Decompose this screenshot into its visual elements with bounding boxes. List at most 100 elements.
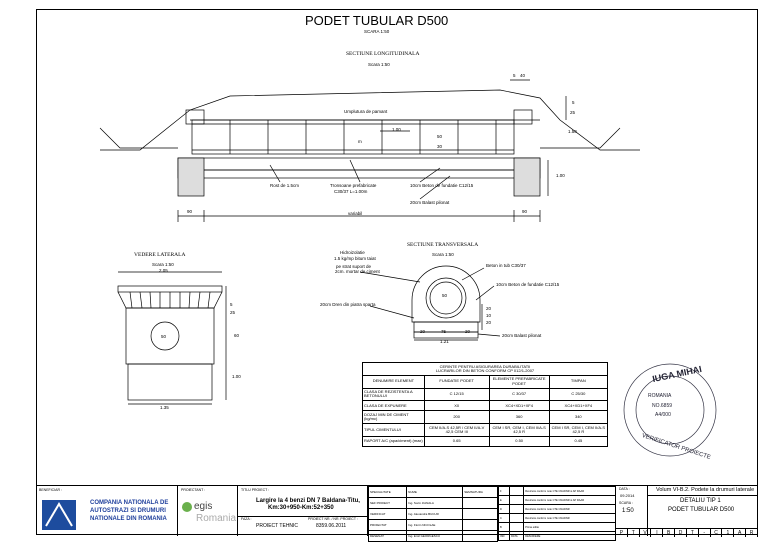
dim-30: 30 — [437, 144, 443, 149]
cross-section-drawing — [359, 265, 501, 341]
cross-dim-v3: 20 — [486, 320, 492, 325]
label-waterproofing-spec: 1.5 kg/mp bitum taiat — [334, 256, 376, 261]
dim-40: 40 — [520, 73, 526, 78]
dim-right: 90 — [522, 209, 528, 214]
code-cell: C — [711, 529, 723, 537]
side-view-title: VEDERE LATERALA — [134, 252, 186, 258]
code-cell: D — [675, 529, 687, 537]
long-section-drawing — [99, 79, 640, 222]
side-dim-5: 5 — [230, 302, 233, 307]
dim-1-00-right: 1.00 — [556, 173, 565, 178]
label-joint: Rost de 1.5cm — [270, 183, 300, 188]
dim-1-00: 1.00 — [392, 127, 401, 132]
table-row: TIPUL CIMENTULUI CEM II/A-S 42,5R / CEM … — [362, 423, 609, 437]
table-row: RAPORT A/C (apa/ciment) (max) 0.65 0.50 … — [362, 435, 609, 447]
dim-left: 90 — [187, 209, 193, 214]
code-cell: - — [699, 529, 711, 537]
stamp-country: ROMANIA — [648, 393, 672, 399]
long-section-scale: Scara 1:50 — [368, 62, 390, 67]
label-segments-spec: C30/37 L=1.00m — [334, 189, 368, 194]
sheet-title-cell: Volum VI-B.2. Podete la drumuri laterale… — [648, 486, 758, 536]
side-pipe-label: 50 — [161, 334, 167, 339]
cross-pipe-label: 50 — [442, 293, 448, 298]
label-ballast: 20cm Balast pilonat — [410, 200, 450, 205]
label-segments: Tronsoane prefabricate — [330, 183, 377, 188]
label-joint-note: pe strat suport de — [336, 264, 372, 269]
label-fill: Umplutura de pamant — [344, 109, 388, 114]
cnadnr-logo — [42, 500, 76, 530]
dim-50: 50 — [437, 134, 443, 139]
code-cell: A — [734, 529, 747, 537]
dim-1-50: 1.50 — [568, 129, 577, 134]
side-dim-bottom: 1.35 — [160, 405, 169, 410]
dim-variable: variabil — [348, 211, 363, 216]
dim-5-right: 5 — [513, 73, 516, 78]
project-cell: TITLU PROIECT : Largire la 4 benzi DN 7 … — [238, 486, 368, 536]
cross-dim-20b: 20 — [465, 329, 471, 334]
dim-25: 25 — [570, 110, 576, 115]
label-concrete-base: 10cm Beton de fundatie C12/15 — [410, 183, 474, 188]
side-view-width: 2.05 — [159, 268, 168, 273]
code-cell: V — [640, 529, 652, 537]
label-drain: 20cm Dren din piatra sparta — [320, 302, 376, 307]
side-view-scale: Scara 1:50 — [152, 262, 174, 267]
table-row: DOZAJ MIN DE CIMENT (kg/mc) 200 360 340 — [362, 410, 609, 425]
date-scale-cell: DATA : 09.2014 SCARA : 1:50 — [616, 486, 648, 536]
label-waterproofing: Hidroizolatie — [340, 250, 365, 255]
long-section-title: SECTIUNE LONGITUDINALA — [346, 51, 420, 57]
code-cell: T — [687, 529, 699, 537]
label-concrete-fill: Beton in tub C30/37 — [486, 263, 526, 268]
cross-dim-20a: 20 — [420, 329, 426, 334]
table-row: CLASA DE REZISTENTA A BETONULUI C 12/15 … — [362, 387, 609, 402]
label-joint-note2: 2cm. mortar de ciment — [335, 269, 380, 274]
title-block: BENEFICIAR : COMPANIA NATIONALA DE AUTOS… — [36, 485, 758, 542]
designer-cell: PROIECTANT : egis Romania — [178, 486, 238, 536]
drawing-title: PODET TUBULAR D500 — [305, 13, 449, 28]
cross-section-scale: Scara 1:50 — [432, 252, 454, 257]
table-row: CLASA DE EXPUNERE X0 XC4+XD1+XF4 XC4+XD1… — [362, 400, 609, 412]
table-row: DENUMIRE ELEMENT FUNDATIE PODET ELEMENTE… — [362, 374, 609, 389]
cross-dim-75: 75 — [441, 329, 447, 334]
code-cell: I — [651, 529, 664, 537]
cross-dim-1-21: 1.21 — [440, 339, 449, 344]
label-slope: m — [358, 139, 362, 144]
code-cell: B — [663, 529, 676, 537]
stamp-id: NO.6859 — [652, 403, 673, 409]
side-dim-1-00: 1.00 — [232, 374, 241, 379]
verification-stamp — [623, 363, 717, 457]
cross-section-title: SECTIUNE TRANSVERSALA — [407, 242, 479, 248]
code-cell: T — [628, 529, 640, 537]
code-cell: 1 — [722, 529, 735, 537]
cross-dim-v1: 20 — [486, 306, 492, 311]
label-cross-ballast: 20cm Balast pilonat — [502, 333, 542, 338]
side-view-drawing — [117, 271, 227, 405]
egis-logo-icon — [182, 502, 192, 512]
dim-5-top: 5 — [572, 100, 575, 105]
code-cell: R — [746, 529, 758, 537]
label-cross-base: 10cm Beton de fundatie C12/15 — [496, 282, 560, 287]
code-cell: P — [616, 529, 628, 537]
cross-dim-v2: 10 — [486, 313, 492, 318]
side-dim-25: 25 — [230, 310, 236, 315]
drawing-scale: SCARA 1:50 — [364, 29, 390, 34]
beneficiary-cell: BENEFICIAR : COMPANIA NATIONALA DE AUTOS… — [36, 486, 178, 536]
side-dim-60: 60 — [234, 333, 240, 338]
stamp-code: A4/000 — [655, 412, 671, 418]
